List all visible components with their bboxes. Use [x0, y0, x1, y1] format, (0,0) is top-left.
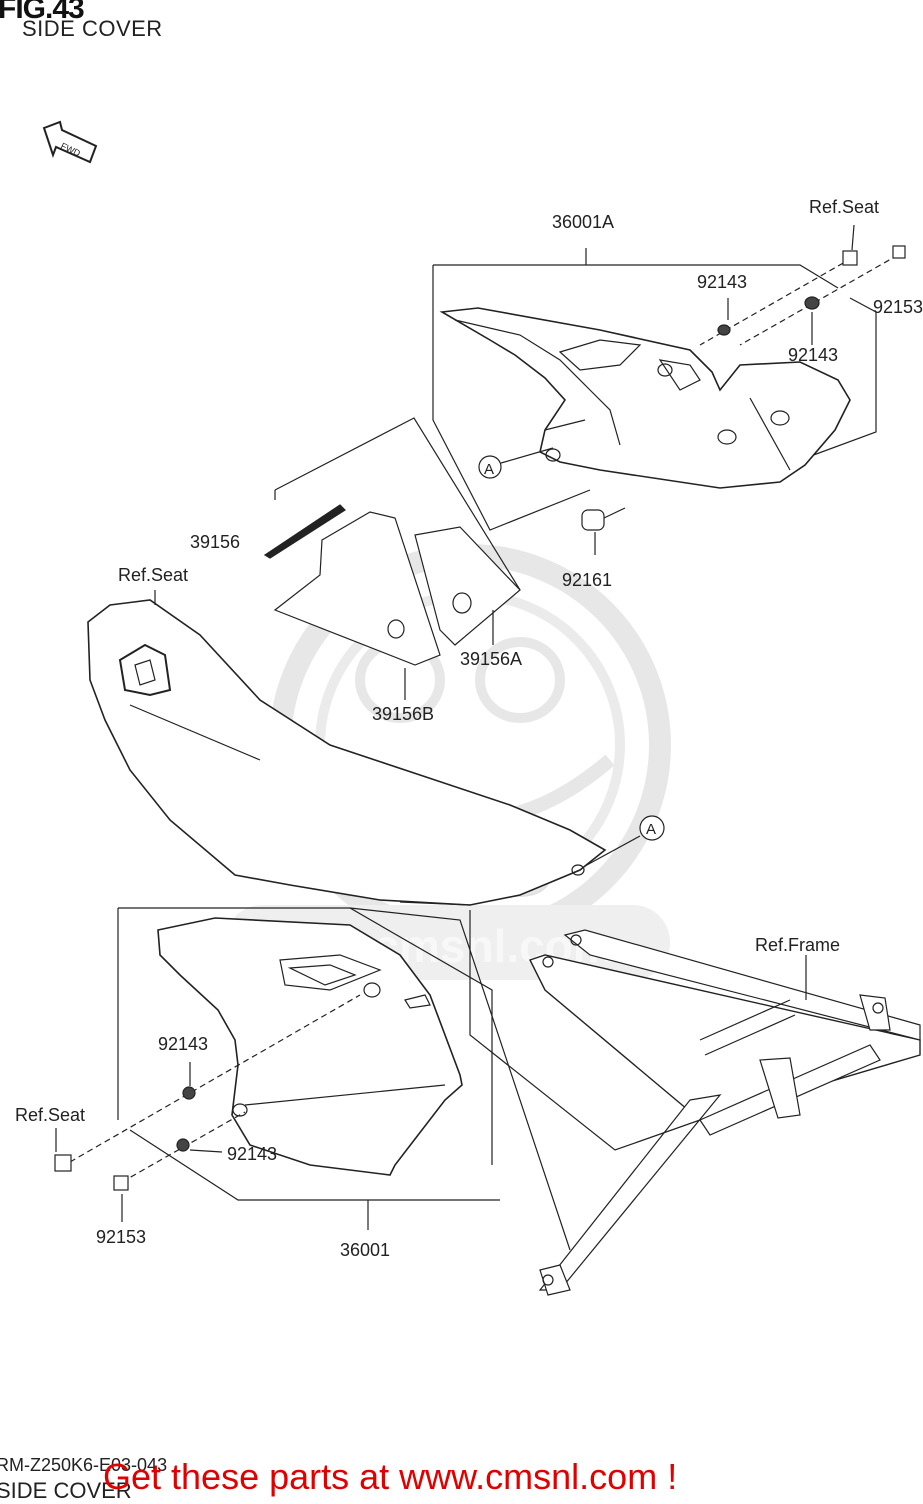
bolt-ref-seat-low-icon — [54, 994, 361, 1172]
frame-reference — [529, 929, 921, 1296]
label-39156A: 39156A — [460, 649, 522, 669]
washer-92143-low-a-icon — [182, 1062, 196, 1100]
label-92161: 92161 — [562, 570, 612, 590]
forward-arrow-icon: FWD — [42, 120, 98, 164]
washer-92143-top-b-icon — [804, 296, 820, 310]
washer-92143-low-b-icon — [176, 1138, 223, 1153]
label-ref-seat-low: Ref.Seat — [15, 1105, 85, 1125]
label-92143-low-a: 92143 — [158, 1034, 208, 1054]
bolt-92153-low-icon — [113, 1111, 246, 1191]
bolt-92153-top-icon — [739, 245, 906, 346]
group-36001-outline — [117, 907, 571, 1251]
decal-group-outline — [274, 417, 521, 591]
label-marker-a-top: A — [484, 461, 494, 478]
label-36001A: 36001A — [552, 212, 614, 232]
decal-39156A — [414, 526, 521, 646]
washer-92143-top-a-icon — [717, 324, 731, 336]
label-39156B: 39156B — [372, 704, 434, 724]
label-marker-a-seat: A — [646, 821, 656, 838]
marker-a-top — [478, 447, 554, 479]
label-92143-top-b: 92143 — [788, 345, 838, 365]
label-92143-top-a: 92143 — [697, 272, 747, 292]
label-92153-low: 92153 — [96, 1227, 146, 1247]
label-ref-seat-mid: Ref.Seat — [118, 565, 188, 585]
label-ref-frame: Ref.Frame — [755, 935, 840, 955]
frame-leader — [469, 910, 807, 1151]
marker-a-seat — [639, 815, 665, 841]
decal-39156-strip — [263, 504, 346, 559]
side-cover-36001 — [157, 917, 463, 1176]
decal-39156B — [273, 511, 441, 666]
diagram-code: RM-Z250K6-E03-043 — [0, 1455, 168, 1475]
promo-link[interactable]: Get these parts at www.cmsnl.com ! — [103, 1456, 678, 1497]
label-92143-low-b: 92143 — [227, 1144, 277, 1164]
footer-subtitle: SIDE COVER — [0, 1478, 132, 1503]
label-ref-seat-top: Ref.Seat — [809, 197, 879, 217]
grommet-92161-icon — [581, 507, 626, 531]
figure-number: FIG.43 — [0, 0, 85, 25]
label-39156: 39156 — [190, 532, 240, 552]
side-cover-36001A — [439, 307, 851, 489]
label-92153-top: 92153 — [873, 297, 923, 317]
label-36001: 36001 — [340, 1240, 390, 1260]
group-36001A-outline — [432, 248, 877, 531]
figure-subtitle: SIDE COVER — [22, 16, 163, 41]
seat-reference — [87, 599, 641, 906]
